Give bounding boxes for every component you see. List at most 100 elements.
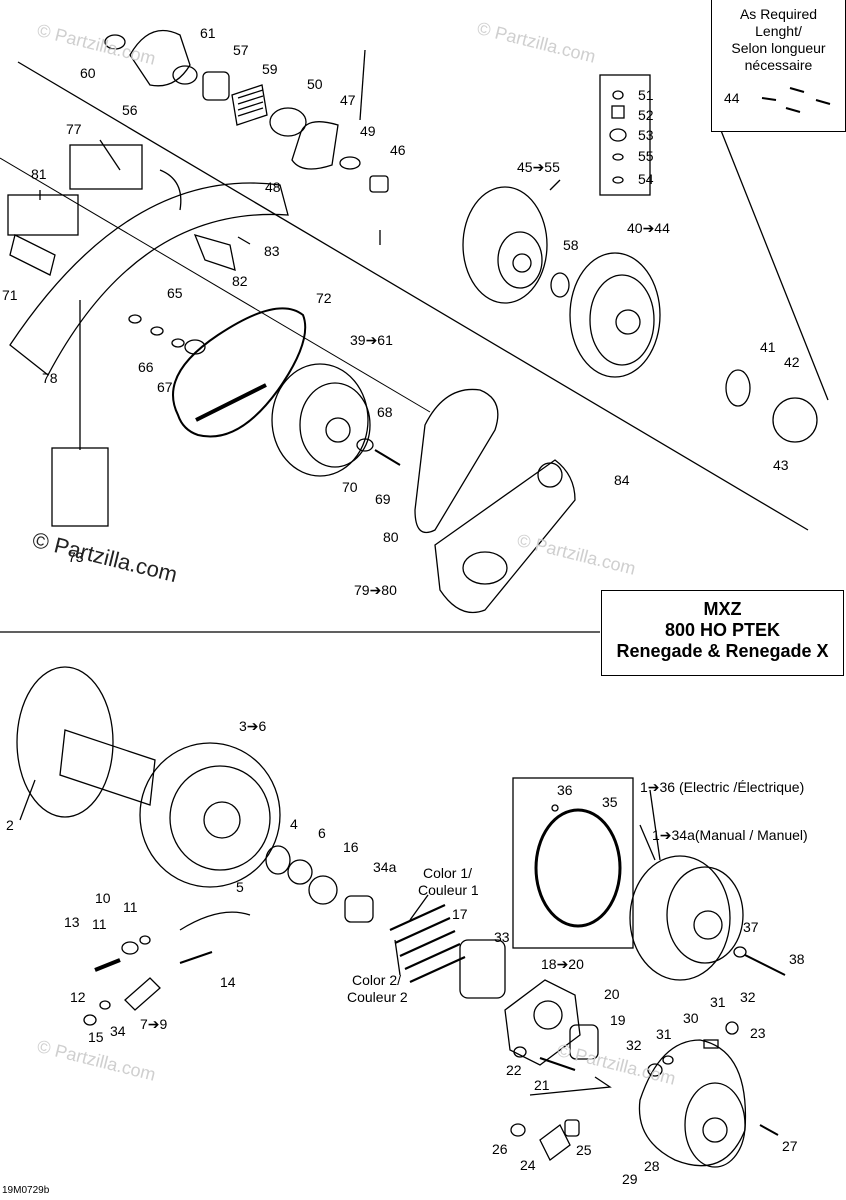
label-part-32b: 32 <box>626 1037 642 1053</box>
part-58-washer <box>550 272 570 298</box>
label-part-24: 24 <box>520 1157 536 1173</box>
label-part-7-9: 7➔9 <box>140 1016 168 1032</box>
note-part-44: 44 <box>724 90 740 106</box>
label-part-49: 49 <box>360 123 376 139</box>
variant-name: Renegade & Renegade X <box>616 641 829 661</box>
label-part-77: 77 <box>66 121 82 137</box>
label-color-2: Color 2/ <box>352 972 402 988</box>
part-4-ring <box>265 845 291 875</box>
part-82-bracket <box>193 234 236 271</box>
label-part-17: 17 <box>452 906 468 922</box>
label-part-20: 20 <box>604 986 620 1002</box>
label-part-73: 73 <box>68 549 84 565</box>
label-part-3-6: 3➔6 <box>239 718 267 734</box>
label-part-16: 16 <box>343 839 359 855</box>
label-part-54: 54 <box>638 171 654 187</box>
label-part-12: 12 <box>70 989 86 1005</box>
label-part-55: 55 <box>638 148 654 164</box>
part-35-ring-gear <box>534 808 622 928</box>
label-part-80: 80 <box>383 529 399 545</box>
label-part-11b: 11 <box>92 916 107 932</box>
label-part-69: 69 <box>375 491 391 507</box>
label-part-37: 37 <box>743 919 759 935</box>
label-part-36: 36 <box>557 782 573 798</box>
label-part-6: 6 <box>318 825 326 841</box>
part-14-bolt <box>179 951 213 964</box>
label-couleur-1: Couleur 1 <box>418 882 479 898</box>
part-24-bracket <box>539 1124 571 1161</box>
label-part-25: 25 <box>576 1142 592 1158</box>
label-part-5: 5 <box>236 879 244 895</box>
diagram-code: 19M0729b <box>2 1185 50 1196</box>
part-72-drive-belt <box>172 307 307 438</box>
label-part-50: 50 <box>307 76 323 92</box>
label-part-48: 48 <box>265 179 281 195</box>
part-79-cover <box>434 459 576 614</box>
label-part-4: 4 <box>290 816 298 832</box>
label-part-60: 60 <box>80 65 96 81</box>
part-78-belt-guard <box>9 182 289 376</box>
part-40-44-movable-sheave <box>569 252 661 378</box>
label-part-70: 70 <box>342 479 358 495</box>
label-part-82: 82 <box>232 273 248 289</box>
part-33-bushing <box>459 939 506 999</box>
label-part-59: 59 <box>262 61 278 77</box>
label-part-31b: 31 <box>656 1026 672 1042</box>
part-59-spring <box>231 84 268 126</box>
label-part-83: 83 <box>264 243 280 259</box>
part-23-cover <box>638 1039 747 1167</box>
label-part-51: 51 <box>638 87 654 103</box>
part-7-9-lever <box>124 977 161 1011</box>
part-49-ring <box>339 156 361 170</box>
part-68-washer <box>356 438 374 452</box>
label-part-33: 33 <box>494 929 510 945</box>
note-line-1: As Required <box>739 6 818 22</box>
part-56-ramp <box>129 29 191 87</box>
part-16-bushing <box>308 875 338 905</box>
part-81-label <box>7 194 79 236</box>
label-part-52: 52 <box>638 107 654 123</box>
label-part-39-61: 39➔61 <box>350 332 393 348</box>
label-manual-assembly: 1➔34a(Manual / Manuel) <box>652 827 808 843</box>
screws-icon <box>761 87 831 113</box>
label-part-46: 46 <box>390 142 406 158</box>
note-line-4: nécessaire <box>744 57 813 73</box>
label-part-15: 15 <box>88 1029 104 1045</box>
label-part-34a: 34a <box>373 859 397 875</box>
label-part-26: 26 <box>492 1141 508 1157</box>
label-part-40-44: 40➔44 <box>627 220 670 236</box>
assembly-1-36 <box>629 855 731 981</box>
label-part-57: 57 <box>233 42 249 58</box>
part-17-spring <box>389 903 466 984</box>
note-line-3: Selon longueur <box>731 40 826 56</box>
part-39-61-driven-pulley <box>271 363 369 477</box>
label-part-22: 22 <box>506 1062 522 1078</box>
part-57-bushing <box>202 71 230 101</box>
part-73-label <box>51 447 109 527</box>
label-part-58: 58 <box>563 237 579 253</box>
part-47-cup <box>291 121 339 170</box>
label-part-72: 72 <box>316 290 332 306</box>
leader-curve <box>179 911 251 931</box>
label-part-14: 14 <box>220 974 236 990</box>
model-name: MXZ <box>703 599 742 619</box>
leader-arrow <box>529 1076 612 1096</box>
part-2-shaft <box>59 729 156 806</box>
part-77-label <box>69 144 143 190</box>
label-part-66: 66 <box>138 359 154 375</box>
label-part-78: 78 <box>42 370 58 386</box>
label-part-68: 68 <box>377 404 393 420</box>
part-3-6-movable-half <box>139 742 281 888</box>
label-part-43: 43 <box>773 457 789 473</box>
label-part-27: 27 <box>782 1138 798 1154</box>
part-2-fixed-half <box>16 666 114 818</box>
label-part-56: 56 <box>122 102 138 118</box>
label-part-13: 13 <box>64 914 80 930</box>
label-part-47: 47 <box>340 92 356 108</box>
label-part-23: 23 <box>750 1025 766 1041</box>
label-part-67: 67 <box>157 379 173 395</box>
part-37-washer <box>733 946 747 958</box>
diagonal-reference-line <box>17 61 809 531</box>
